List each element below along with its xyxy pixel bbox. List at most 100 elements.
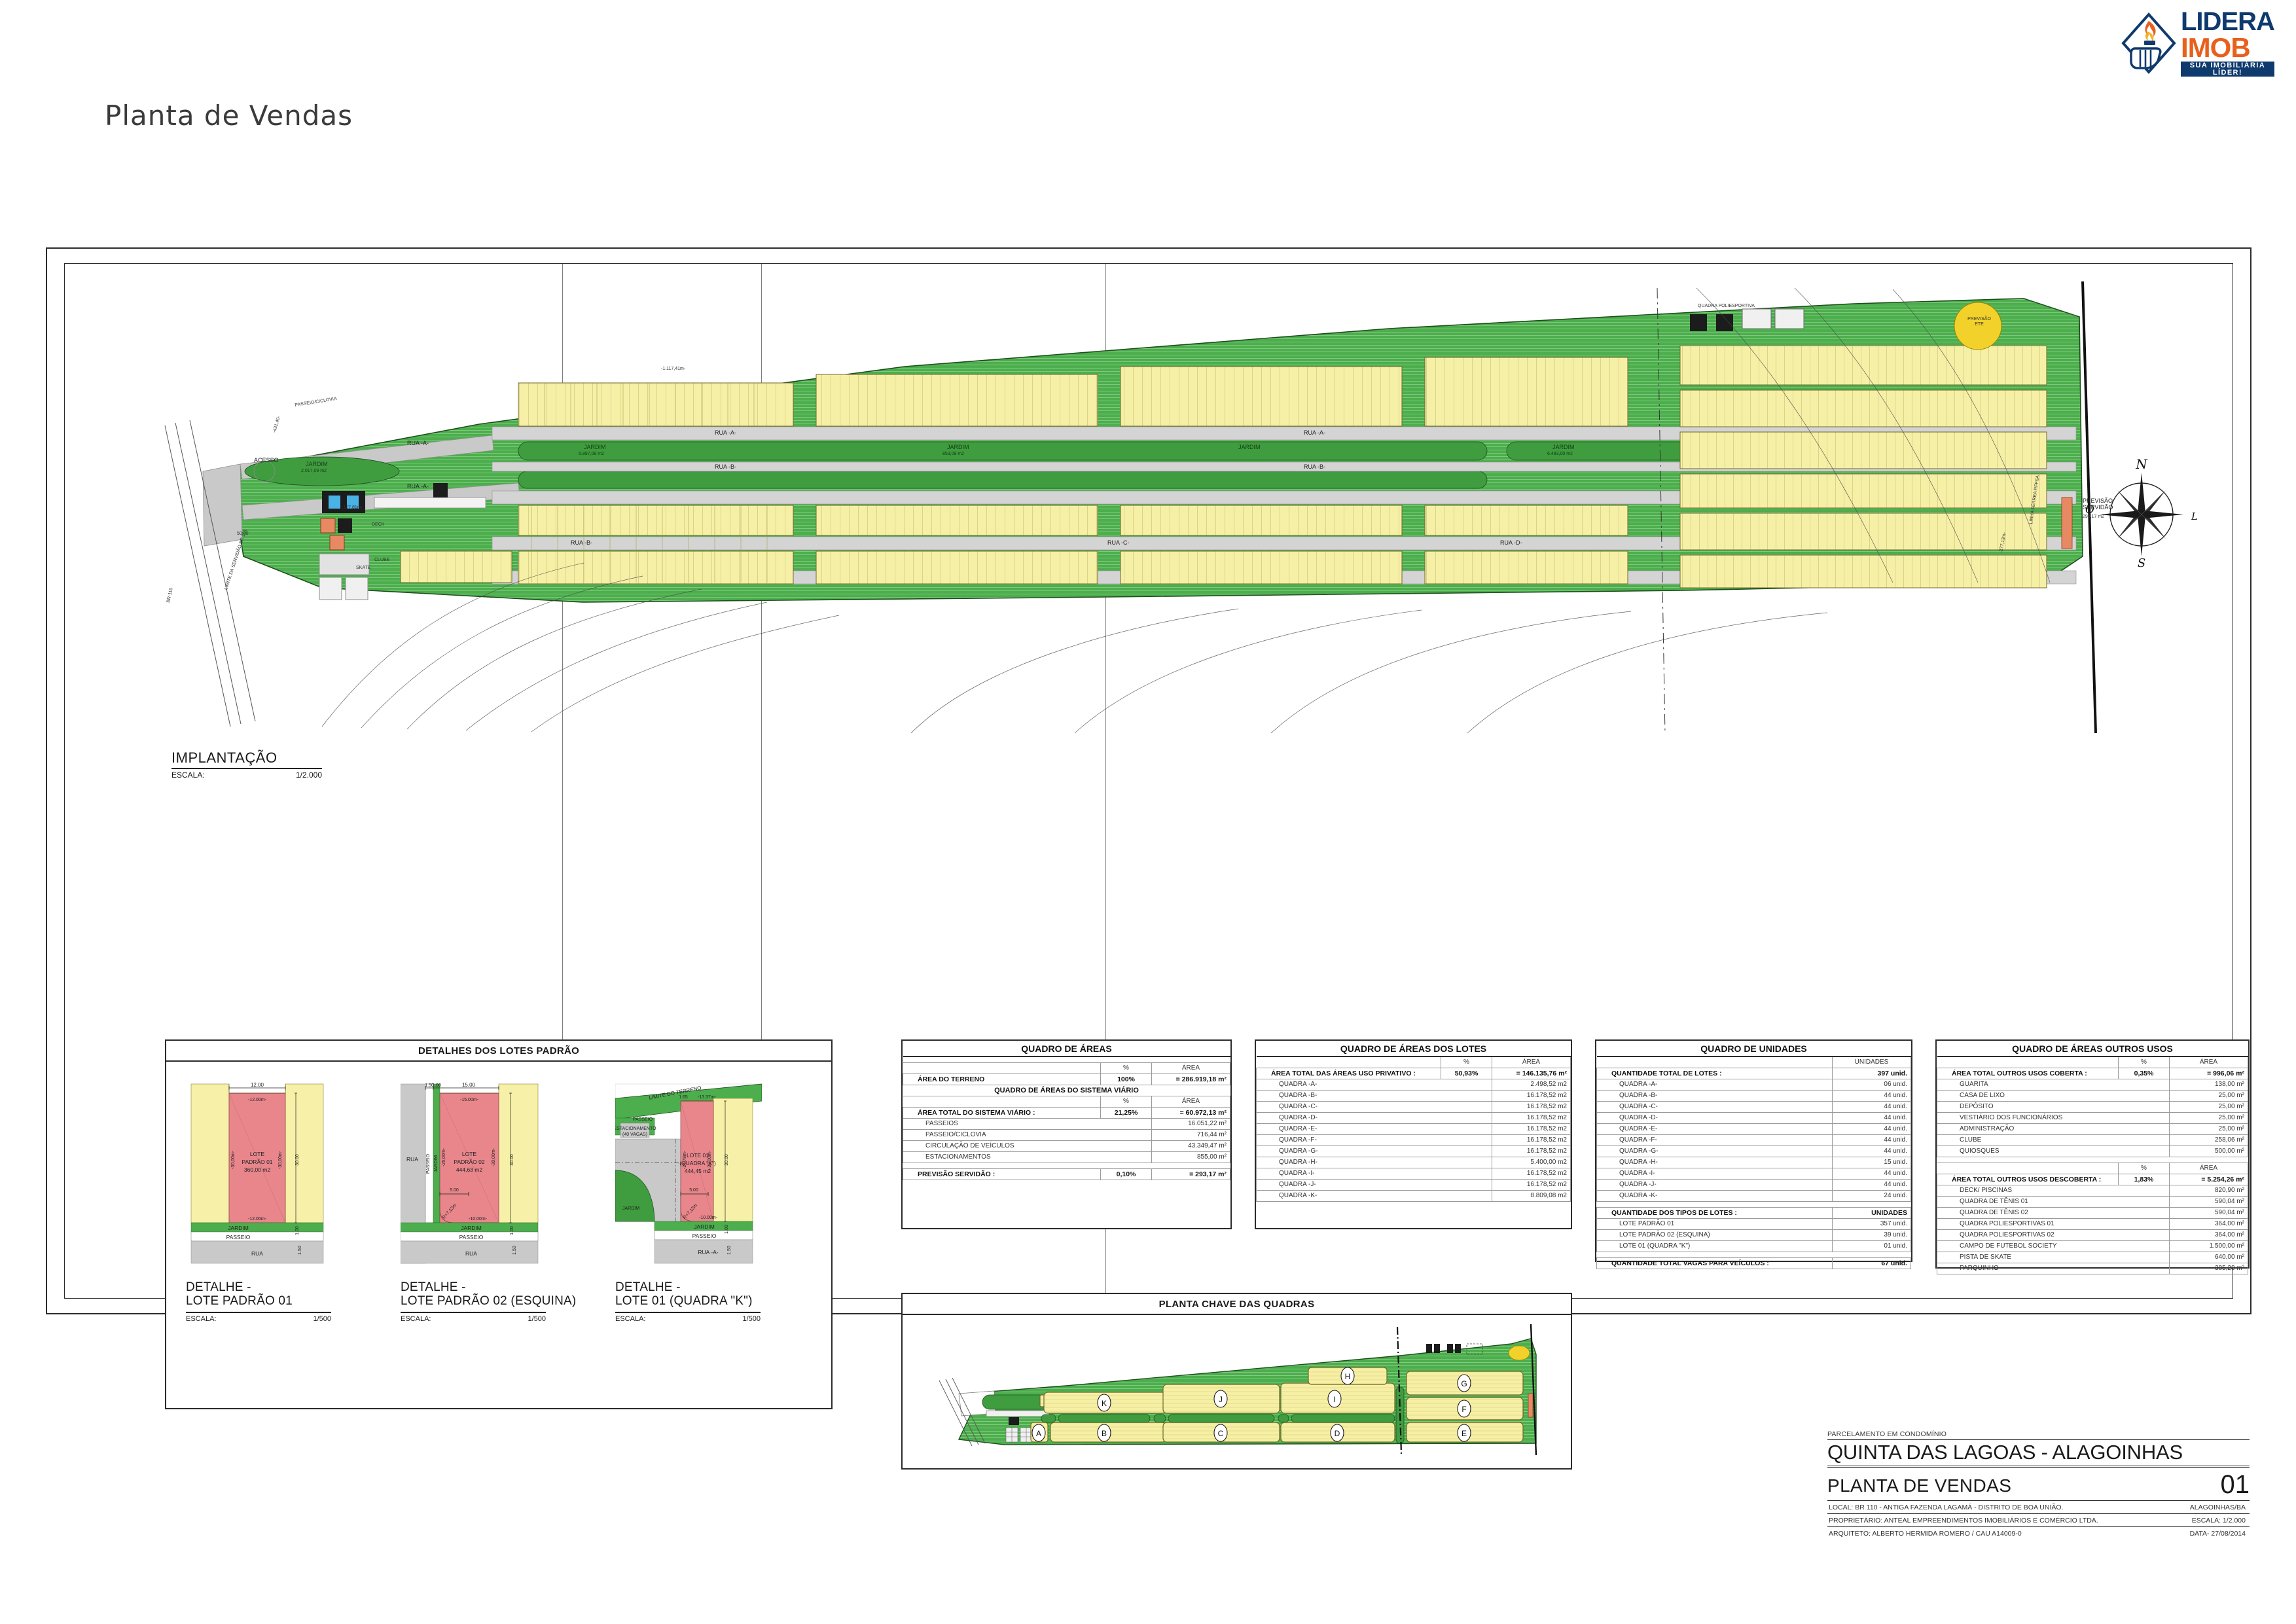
- detalhe-1-dim-outer: 30.00: [295, 1154, 300, 1166]
- tb-city: ALAGOINHAS/BA: [2189, 1504, 2246, 1511]
- detalhe-2-dim-outer: 30.00: [510, 1154, 514, 1166]
- torch-hand-icon: [2121, 12, 2177, 75]
- panel-quadro-unidades: QUADRO DE UNIDADES UNIDADES QUANTIDADE T…: [1595, 1039, 1912, 1269]
- table-row: QUADRA -I-16.178,52 m2: [1256, 1168, 1571, 1180]
- panel-quadro-areas-lotes: QUADRO DE ÁREAS DOS LOTES % ÁREA ÁREA TO…: [1255, 1039, 1572, 1229]
- table-row: QUADRA -F-16.178,52 m2: [1256, 1134, 1571, 1146]
- quadro-areas-viario-col-pct: %: [1100, 1095, 1152, 1108]
- quadro-outros-desc-label: ÁREA TOTAL OUTROS USOS DESCOBERTA :: [1937, 1174, 2119, 1185]
- quadro-areas-title: QUADRO DE ÁREAS: [903, 1041, 1230, 1057]
- tb-subtitle: PARCELAMENTO EM CONDOMÍNIO: [1827, 1430, 1947, 1438]
- quadro-lotes-col-pct: %: [1441, 1056, 1492, 1068]
- row-area: 16.178,52 m2: [1492, 1146, 1571, 1157]
- quadro-unid-title: QUADRO DE UNIDADES: [1596, 1041, 1911, 1057]
- row-label: QUIOSQUES: [1937, 1146, 2170, 1157]
- panel-detalhes-lotes: DETALHES DOS LOTES PADRÃO: [165, 1039, 833, 1409]
- row-area: 43.349,47 m²: [1151, 1140, 1230, 1152]
- plan-dim-111741: -1.117,41m-: [661, 367, 686, 371]
- tb-architect: ARQUITETO: ALBERTO HERMIDA ROMERO / CAU …: [1829, 1530, 2022, 1538]
- plan-label-rua-b-1: RUA -B-: [715, 463, 737, 470]
- detalhe-1-dim-right: -30,00m-: [278, 1150, 283, 1169]
- row-value: 01 unid.: [1832, 1240, 1911, 1252]
- table-row: QUADRA -I-44 unid.: [1596, 1168, 1911, 1180]
- plan-label-jardim-3-area: 853,09 m2: [942, 452, 965, 456]
- chave-block-e: E: [1462, 1429, 1467, 1438]
- planta-chave-title: PLANTA CHAVE DAS QUADRAS: [903, 1294, 1571, 1315]
- quadro-outros-col-area-2: ÁREA: [2169, 1163, 2248, 1174]
- compass-s: S: [2138, 556, 2145, 568]
- quadro-areas-section-viario: QUADRO DE ÁREAS DO SISTEMA VIÁRIO: [903, 1084, 1230, 1096]
- row-area: 1.500,00 m²: [2169, 1240, 2248, 1252]
- implantacao-title: IMPLANTAÇÃO: [171, 749, 278, 766]
- detalhe-1-dim-left: -30,00m-: [231, 1150, 236, 1169]
- detalhe-3-zone-passeio: PASSEIO: [692, 1233, 717, 1239]
- chave-block-h: H: [1345, 1372, 1351, 1381]
- site-plan-drawing: ACESSO RUA -A- RUA -A- JARDIM 2.017,09 m…: [126, 275, 2128, 746]
- quadro-areas-terreno-pct: 100%: [1100, 1073, 1152, 1085]
- row-label: ADMINISTRAÇÃO: [1937, 1123, 2170, 1135]
- quadro-lotes-total-label: ÁREA TOTAL DAS ÁREAS USO PRIVATIVO :: [1256, 1068, 1441, 1079]
- detalhe-2-dim-top: 15.00: [462, 1082, 476, 1088]
- detalhe-1-dim-bottom: -12.00m-: [248, 1217, 267, 1221]
- row-label: QUADRA DE TÊNIS 01: [1937, 1196, 2170, 1208]
- compass-rose-icon: N S O L: [2079, 456, 2204, 570]
- row-area: 16.178,52 m2: [1492, 1123, 1571, 1135]
- row-value: 06 unid.: [1832, 1079, 1911, 1091]
- detalhe-2-zone-passeio: PASSEIO: [459, 1234, 484, 1240]
- quadro-lotes-total-area: = 146.135,76 m²: [1492, 1068, 1571, 1079]
- row-value: 44 unid.: [1832, 1101, 1911, 1113]
- tb-project-name: QUINTA DAS LAGOAS - ALAGOINHAS: [1827, 1439, 2250, 1468]
- chave-block-i: I: [1333, 1395, 1335, 1404]
- plan-label-previsao-ete: PREVISÃO ETE: [1967, 317, 1991, 327]
- detalhe-3-dim-jardim: 1.00: [725, 1225, 729, 1234]
- detalhe-3-zone-estac-sub: (40 VAGAS): [622, 1132, 647, 1137]
- table-row: QUADRA -B-16.178,52 m2: [1256, 1090, 1571, 1102]
- tb-local: LOCAL: BR 110 - ANTIGA FAZENDA LAGAMÁ - …: [1829, 1504, 2064, 1511]
- row-label: QUADRA -I-: [1256, 1168, 1492, 1180]
- quadro-areas-viario-pct: 21,25%: [1100, 1106, 1152, 1119]
- detalhe-1-drawing: 12.00 -12.00m- -12.00m- -30,00m- -30,00m…: [186, 1079, 382, 1269]
- plan-label-rua-d: RUA -D-: [1500, 539, 1522, 546]
- chave-block-j: J: [1219, 1395, 1223, 1404]
- table-row: QUADRA -C-16.178,52 m2: [1256, 1101, 1571, 1113]
- table-row: LOTE PADRÃO 02 (ESQUINA)39 unid.: [1596, 1229, 1911, 1241]
- row-label: LOTE 01 (QUADRA "K"): [1596, 1240, 1833, 1252]
- table-row: PASSEIO/CICLOVIA 716,44 m²: [903, 1128, 1230, 1141]
- table-row: QUADRA -D-16.178,52 m2: [1256, 1112, 1571, 1124]
- row-label: CLUBE: [1937, 1134, 2170, 1146]
- detalhe-3-dim-165: 1.65: [679, 1095, 688, 1100]
- quadro-unid-tipos-col: UNIDADES: [1832, 1207, 1911, 1219]
- detalhe-3-dim-outer: 30.00: [725, 1154, 729, 1166]
- chave-block-g: G: [1461, 1379, 1467, 1388]
- detalhe-2-zone-jardim-v: JARDIM: [434, 1155, 439, 1172]
- row-area: 25,00 m²: [2169, 1090, 2248, 1102]
- quadro-areas-col-area: ÁREA: [1151, 1062, 1230, 1074]
- detalhe-2-dim-bottom: -10.00m-: [469, 1217, 488, 1221]
- detalhe-2-dim-500: 5.00: [450, 1188, 459, 1193]
- quadro-lotes-col-area: ÁREA: [1492, 1056, 1571, 1068]
- row-label: QUADRA -E-: [1596, 1123, 1833, 1135]
- detalhe-2-dim-right: -30,00m-: [492, 1147, 496, 1166]
- table-row: QUADRA -C-44 unid.: [1596, 1101, 1911, 1113]
- quadro-areas-viario-col-area: ÁREA: [1151, 1095, 1230, 1108]
- plan-label-rua-a-2: RUA -A-: [407, 483, 429, 490]
- table-row: QUADRA -A-06 unid.: [1596, 1079, 1911, 1091]
- fold-mark-1: [562, 264, 563, 1298]
- row-area: 258,06 m²: [2169, 1134, 2248, 1146]
- detalhe-2-dim-top-in: -15.00m-: [460, 1098, 479, 1102]
- plan-dim-50: 50,00: [237, 532, 249, 536]
- table-row: QUADRA -G-44 unid.: [1596, 1146, 1911, 1157]
- quadro-unid-vagas-value: 67 unid.: [1832, 1257, 1911, 1269]
- row-label: QUADRA -G-: [1596, 1146, 1833, 1157]
- panel-detalhes-title: DETALHES DOS LOTES PADRÃO: [166, 1041, 831, 1062]
- row-label: QUADRA -A-: [1256, 1079, 1492, 1091]
- quadro-areas-terreno-area: = 286.919,18 m²: [1151, 1073, 1230, 1085]
- detalhe-3-zone-estac: ESTACIONAMENTO: [615, 1127, 656, 1131]
- table-row: QUADRA -H-5.400,00 m2: [1256, 1157, 1571, 1168]
